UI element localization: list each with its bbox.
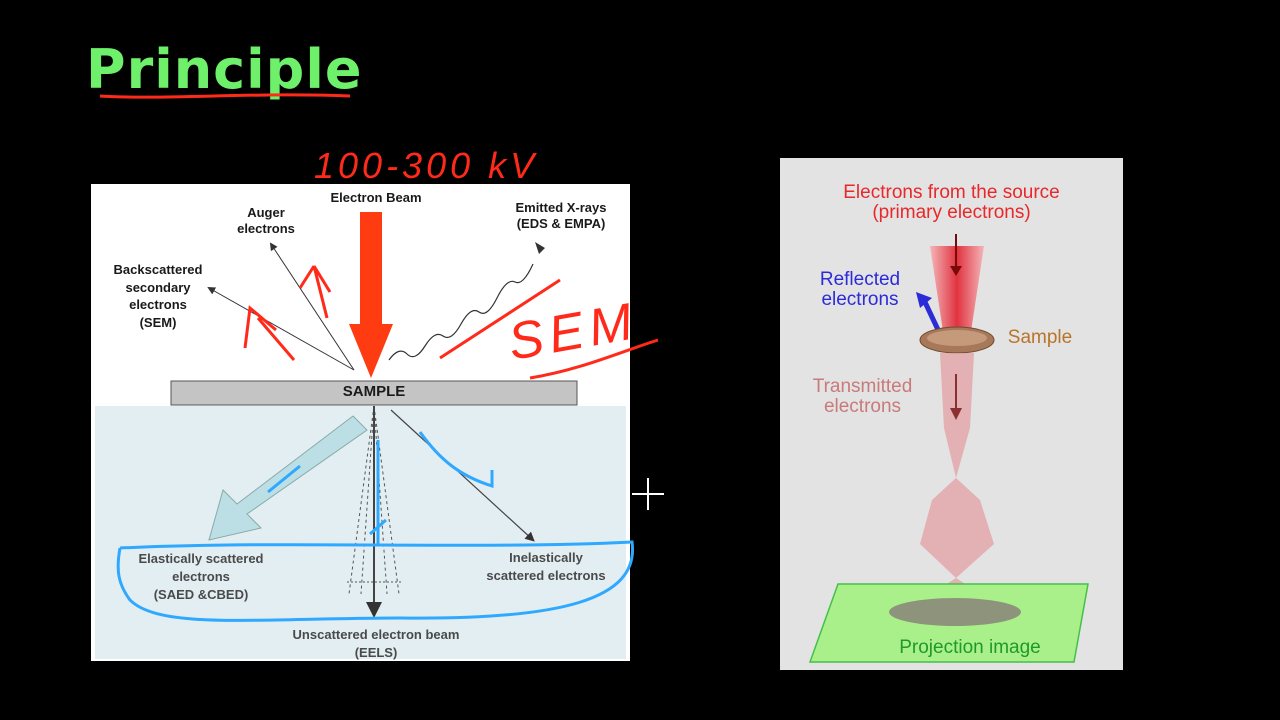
- transmission-schematic: Electrons from the source(primary electr…: [780, 158, 1123, 670]
- sample-bar: [170, 380, 578, 406]
- electron-beam-arrow: [360, 212, 382, 332]
- sample-label-right: Sample: [1007, 327, 1073, 348]
- unscattered-label: Unscattered electron beam(EELS): [292, 627, 460, 660]
- backscatter-annotation: [243, 305, 296, 361]
- sample-label: SAMPLE: [342, 383, 406, 400]
- crosshair-cursor-icon[interactable]: [632, 478, 664, 510]
- xray-annotation: [439, 278, 561, 360]
- voltage-annotation: 100-300 kV: [314, 145, 538, 186]
- transmission-loop: [116, 540, 635, 622]
- beam-label: Electron Beam: [330, 190, 422, 205]
- slide-title: Principle: [86, 38, 363, 101]
- transmission-graphics: [808, 234, 1089, 663]
- xray-wave: [388, 263, 534, 361]
- auger-arrow: [269, 242, 355, 371]
- inelastic-arrow: [390, 409, 535, 542]
- source-label: Electrons from the source(primary electr…: [843, 182, 1060, 223]
- sem-underline: [529, 338, 659, 380]
- reflected-arrow: [921, 298, 943, 336]
- primary-beam-cone: [930, 246, 984, 338]
- elastic-arrow: [208, 415, 368, 541]
- xrays-label: Emitted X-rays(EDS & EMPA): [515, 200, 607, 231]
- projection-label: Projection image: [899, 637, 1041, 658]
- title-underline: [99, 93, 351, 99]
- backscattered-arrow: [207, 287, 355, 371]
- auger-annotation: [298, 265, 332, 319]
